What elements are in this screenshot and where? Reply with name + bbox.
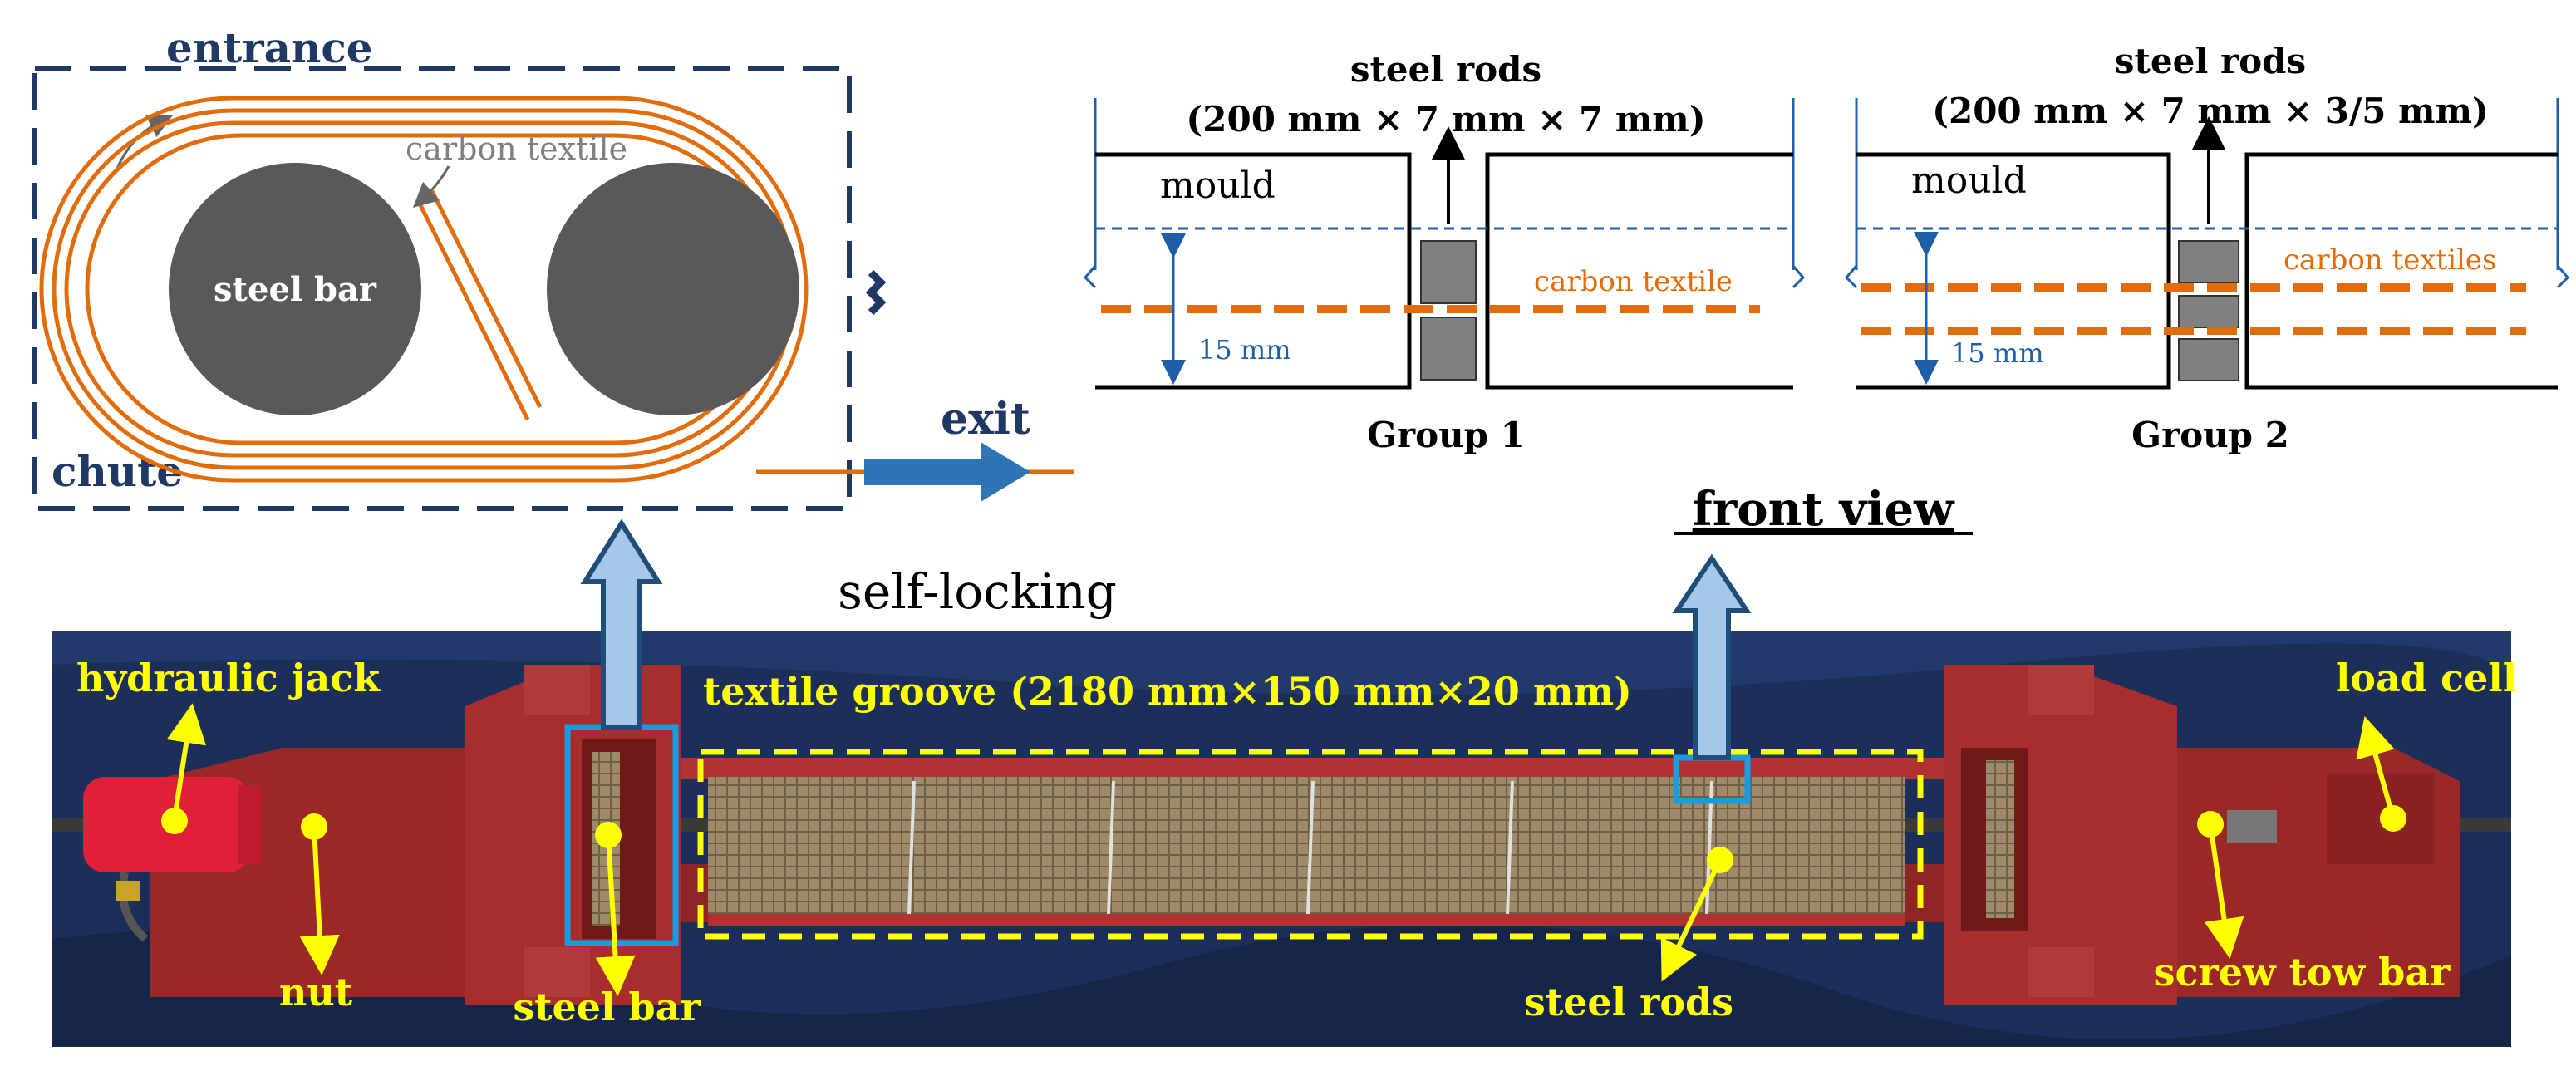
- screw-tow-nut: [2227, 810, 2277, 843]
- steel-rods-photo-label: steel rods: [1524, 980, 1733, 1024]
- groove-callout-box: [697, 749, 1924, 940]
- steel-bar-dot: [595, 822, 622, 848]
- steel-bar-photo-label: steel bar: [513, 985, 701, 1029]
- steel-bar-right: [547, 163, 799, 415]
- screw-tow-bar-label: screw tow bar: [2154, 950, 2451, 995]
- front-view-up-arrow: [1672, 553, 1752, 760]
- group1-rods-title: steel rods: [1350, 49, 1541, 90]
- nut-pointer: [299, 826, 340, 975]
- self-locking-label: self-locking: [838, 563, 1117, 620]
- group1-break-right-icon: [1792, 265, 1806, 289]
- photo-annotations: hydraulic jack nut steel bar textile gro…: [76, 656, 2517, 1029]
- steel-rods-dot: [1707, 847, 1733, 873]
- jack-hose: [118, 872, 149, 942]
- group2-section: steel rods (200 mm × 7 mm × 3/5 mm) moul…: [1844, 41, 2570, 455]
- group1-steel-rod-upper: [1420, 240, 1477, 304]
- group1-mould-left: [1095, 152, 1412, 390]
- chute-dashed-boundary: [32, 66, 852, 511]
- chute-label: chute: [52, 447, 183, 496]
- screw-tow-bar-pointer: [2204, 823, 2244, 959]
- group2-rods-dims: (200 mm × 7 mm × 3/5 mm): [1932, 91, 2489, 131]
- left-gusset-bottom: [524, 947, 590, 997]
- steel-bar-left: [169, 163, 421, 415]
- load-cell-label: load cell: [2336, 656, 2517, 700]
- group2-carbon-label: carbon textiles: [2283, 243, 2496, 277]
- group1-carbon-label: carbon textile: [1534, 265, 1733, 298]
- group1-steel-rod-lower: [1420, 317, 1477, 381]
- load-cell-dot: [2380, 805, 2406, 832]
- group1-mould-label: mould: [1160, 165, 1276, 207]
- carbon-textile-pointer: [412, 165, 450, 209]
- steel-bar-label: steel bar: [214, 270, 377, 309]
- nut-dot: [301, 813, 327, 840]
- group2-mould-label: mould: [1911, 160, 2027, 202]
- test-rig-photo: [52, 631, 2511, 1047]
- group1-mould-right: [1485, 152, 1793, 390]
- right-gusset-bottom: [2028, 947, 2094, 997]
- carbon-textile-label: carbon textile: [406, 130, 627, 167]
- groove-label: textile groove (2180 mm×150 mm×20 mm): [703, 669, 1632, 714]
- right-gusset: [2028, 665, 2094, 715]
- exit-arrow: [864, 442, 1030, 502]
- hydraulic-jack-dot: [161, 808, 188, 834]
- left-gusset: [524, 665, 590, 715]
- groove-frame-bottom: [708, 914, 1905, 926]
- self-locking-up-arrow: [580, 518, 663, 730]
- exit-label: exit: [941, 394, 1030, 445]
- group1-section: steel rods (200 mm × 7 mm × 7 mm) mould …: [1083, 49, 1806, 455]
- nut-label: nut: [279, 970, 353, 1015]
- group1-break-left-icon: [1083, 265, 1097, 289]
- tarp-fold-top: [52, 631, 2511, 695]
- front-view-label: front view: [1693, 482, 1955, 537]
- jack-fitting: [116, 881, 140, 901]
- group2-label: Group 2: [2131, 415, 2289, 455]
- steel-bar-pointer: [595, 834, 636, 996]
- group1-label: Group 1: [1367, 415, 1525, 455]
- group2-steel-rod-upper: [2178, 240, 2239, 283]
- frame-beam-top: [681, 758, 1944, 779]
- steel-rods-pointer: [1660, 858, 1723, 982]
- group2-mould-left: [1856, 152, 2171, 390]
- chute-schematic: entrance chute steel bar carbon textile …: [32, 23, 1074, 511]
- screw-tow-bar-dot: [2197, 811, 2224, 838]
- group2-break-right-icon: [2556, 265, 2570, 289]
- hydraulic-jack-pointer: [166, 703, 206, 819]
- group2-depth-label: 15 mm: [1951, 337, 2044, 369]
- hydraulic-jack-label: hydraulic jack: [76, 656, 381, 700]
- group2-steel-rod-lower: [2178, 338, 2239, 381]
- group1-rods-dims: (200 mm × 7 mm × 7 mm): [1186, 99, 1705, 140]
- hydraulic-jack-end: [238, 785, 261, 864]
- break-symbol-icon: [865, 269, 887, 316]
- group2-break-left-icon: [1844, 265, 1858, 289]
- group2-steel-rod-middle: [2178, 295, 2239, 328]
- load-cell-pointer: [2356, 715, 2396, 819]
- entrance-label: entrance: [166, 23, 373, 72]
- tarp-fold: [52, 923, 2511, 1047]
- group2-mould-right: [2244, 152, 2558, 390]
- groove-steel-rods: [907, 780, 1713, 915]
- right-steel-bar-mesh: [1986, 760, 2014, 918]
- group1-depth-label: 15 mm: [1198, 334, 1291, 366]
- group2-rods-title: steel rods: [2115, 41, 2306, 81]
